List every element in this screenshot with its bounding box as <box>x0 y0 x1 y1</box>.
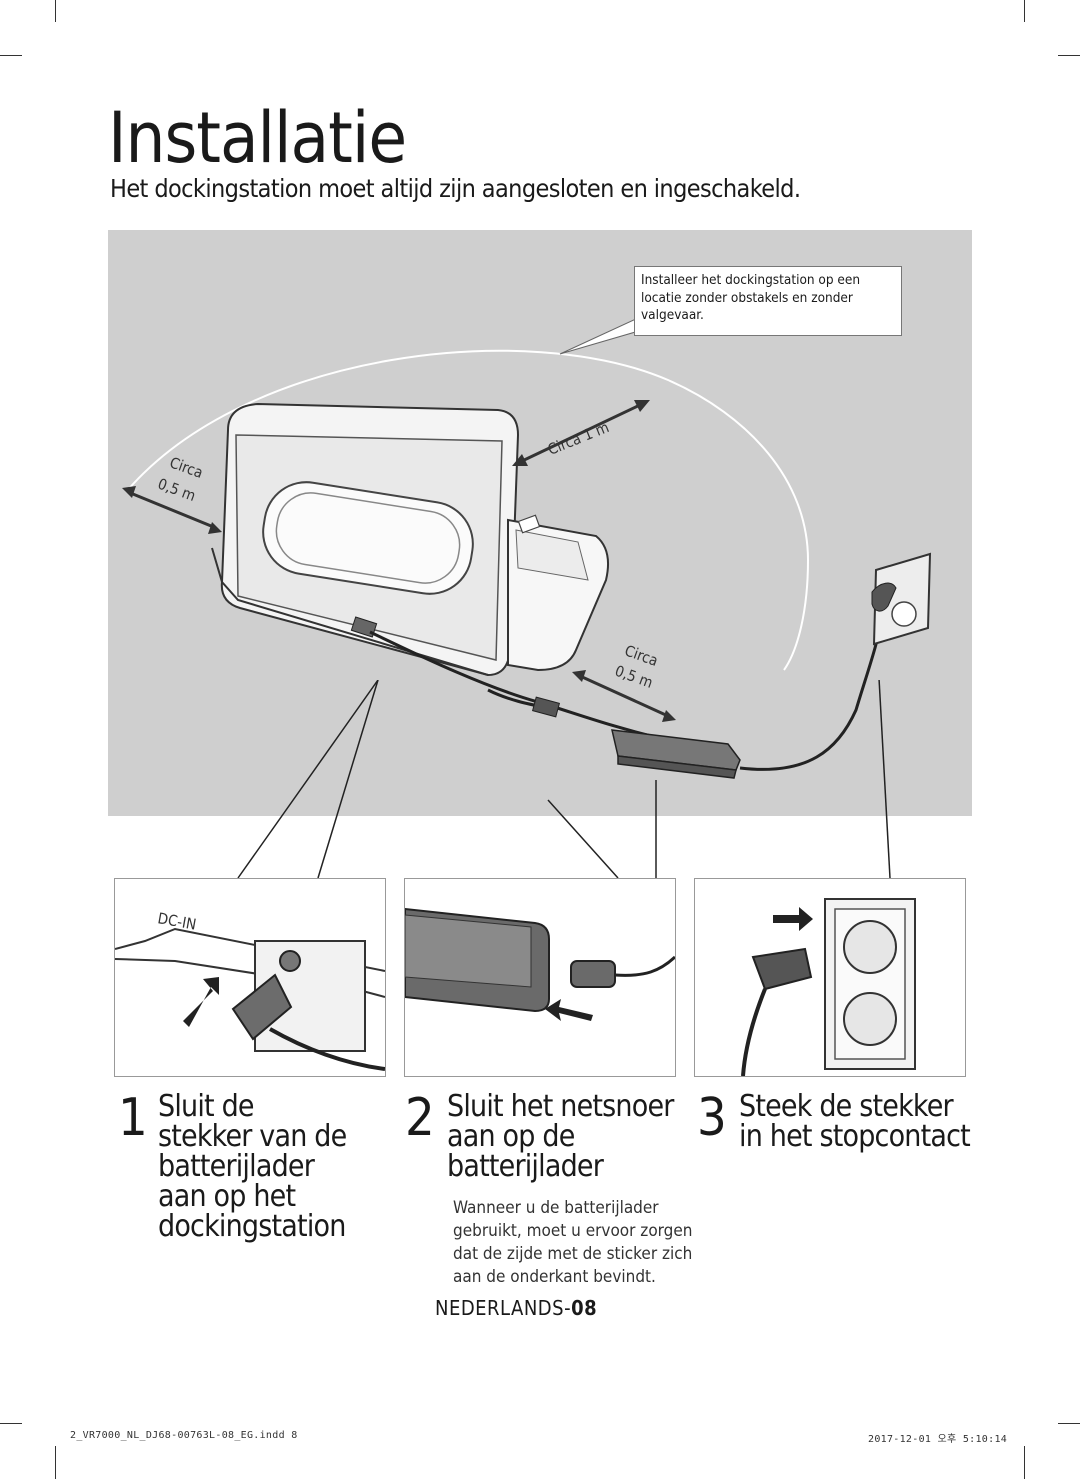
print-filename: 2_VR7000_NL_DJ68-00763L-08_EG.indd 8 <box>70 1430 298 1441</box>
crop-mark <box>1024 0 1025 22</box>
page-title: Installatie <box>108 97 407 179</box>
detail-panel-socket <box>694 878 966 1077</box>
detail-pointer-lines <box>237 680 891 879</box>
step-1-number: 1 <box>118 1088 148 1148</box>
detail-panel-dc-in: DC-IN <box>114 878 386 1077</box>
detail-panel-adapter <box>404 878 677 1077</box>
crop-mark <box>1024 1446 1025 1479</box>
page-number: NEDERLANDS-08 <box>435 1296 598 1320</box>
distance-label-left-1: Circa <box>167 453 205 482</box>
step-2-number: 2 <box>405 1088 435 1148</box>
step-3-text: Steek de stekker in het stopcontact <box>739 1089 971 1154</box>
arrow-icon <box>545 999 593 1021</box>
arrow-icon <box>183 977 219 1027</box>
crop-mark <box>55 0 56 22</box>
print-date: 2017-12-01 오후 5:10:14 <box>868 1434 1008 1445</box>
arrow-icon <box>773 907 813 931</box>
docking-station-drawing: Circa 1 m Circa 0,5 m Circa 0,5 m <box>122 317 932 779</box>
page-subtitle: Het dockingstation moet altijd zijn aang… <box>110 174 801 203</box>
step-1-text: Sluit de stekker van de batterijlader aa… <box>158 1089 347 1244</box>
crop-mark <box>55 1446 56 1479</box>
crop-mark <box>1058 55 1080 56</box>
crop-mark <box>0 55 22 56</box>
dc-in-label: DC-IN <box>156 909 197 933</box>
distance-label-top: Circa 1 m <box>545 418 611 459</box>
step-2-text: Sluit het netsnoer aan op de batterijlad… <box>447 1089 674 1184</box>
distance-label-left-2: 0,5 m <box>155 475 198 505</box>
callout-box: Installeer het dockingstation op een loc… <box>634 266 902 336</box>
crop-mark <box>1058 1423 1080 1424</box>
step-2-note: Wanneer u de batterijlader gebruikt, moe… <box>453 1198 693 1287</box>
step-3-number: 3 <box>697 1088 727 1148</box>
crop-mark <box>0 1423 22 1424</box>
